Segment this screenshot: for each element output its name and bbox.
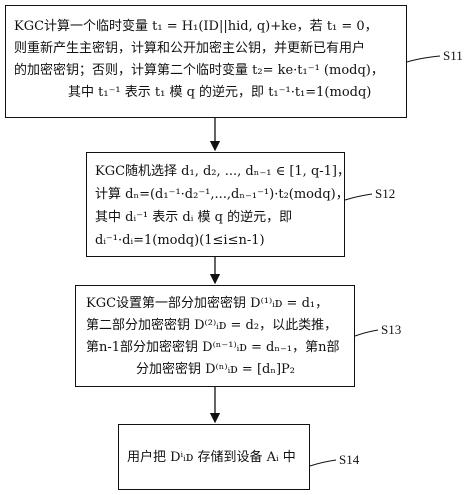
leader-s12	[344, 193, 373, 201]
step-label-s13: S13	[381, 322, 402, 337]
leader-s14	[309, 459, 337, 467]
step-s14-line-1: 用户把 Dⁱᵢᴅ 存储到设备 Aᵢ 中	[127, 450, 296, 465]
step-s13-line-2: 第二部分加密密钥 D⁽²⁾ᵢᴅ = d₂，以此类推，	[86, 318, 338, 333]
step-s12-line-3: 其中 dᵢ⁻¹ 表示 dᵢ 模 q 的逆元，即	[95, 210, 293, 225]
step-s11-line-1: KGC计算一个临时变量 t₁ = H₁(ID||hid, q)+ke，若 t₁ …	[14, 19, 378, 34]
step-label-s12: S12	[375, 186, 396, 201]
step-s11-line-4: 其中 t₁⁻¹ 表示 t₁ 模 q 的逆元，即 t₁⁻¹·t₁=1(modq)	[68, 85, 372, 100]
leader-s13	[354, 329, 379, 337]
leader-s11	[406, 55, 441, 63]
step-s11-line-3: 的加密密钥；否则，计算第二个临时变量 t₂= ke·t₁⁻¹ (modq)，	[14, 63, 384, 78]
step-s13-line-3: 第n-1部分加密密钥 D⁽ⁿ⁻¹⁾ᵢᴅ = dₙ₋₁，第n部	[86, 340, 340, 355]
step-s11-line-2: 则重新产生主密钥，计算和公开加密主公钥，并更新已有用户	[14, 41, 366, 56]
step-box-s12: KGC随机选择 d₁, d₂, ..., dₙ₋₁ ∈ [1, q-1]， 计算…	[86, 152, 350, 257]
step-box-s14: 用户把 Dⁱᵢᴅ 存储到设备 Aᵢ 中	[118, 424, 310, 490]
step-s13-line-1: KGC设置第一部分加密密钥 D⁽¹⁾ᵢᴅ = d₁，	[86, 296, 329, 311]
step-label-s14: S14	[339, 452, 360, 467]
step-s12-line-1: KGC随机选择 d₁, d₂, ..., dₙ₋₁ ∈ [1, q-1]，	[95, 164, 351, 179]
step-box-s11: KGC计算一个临时变量 t₁ = H₁(ID||hid, q)+ke，若 t₁ …	[5, 5, 407, 118]
step-label-s11: S11	[443, 48, 463, 63]
step-s12-line-4: dᵢ⁻¹·dᵢ=1(modq)(1≤i≤n-1)	[95, 233, 265, 248]
step-box-s13: KGC设置第一部分加密密钥 D⁽¹⁾ᵢᴅ = d₁， 第二部分加密密钥 D⁽²⁾…	[75, 285, 355, 387]
step-s13-line-4: 分加密密钥 D⁽ⁿ⁾ᵢᴅ = [dₙ]P₂	[136, 362, 295, 377]
step-s12-line-2: 计算 dₙ=(d₁⁻¹·d₂⁻¹,...,dₙ₋₁⁻¹)·t₂(modq)，	[95, 187, 349, 202]
